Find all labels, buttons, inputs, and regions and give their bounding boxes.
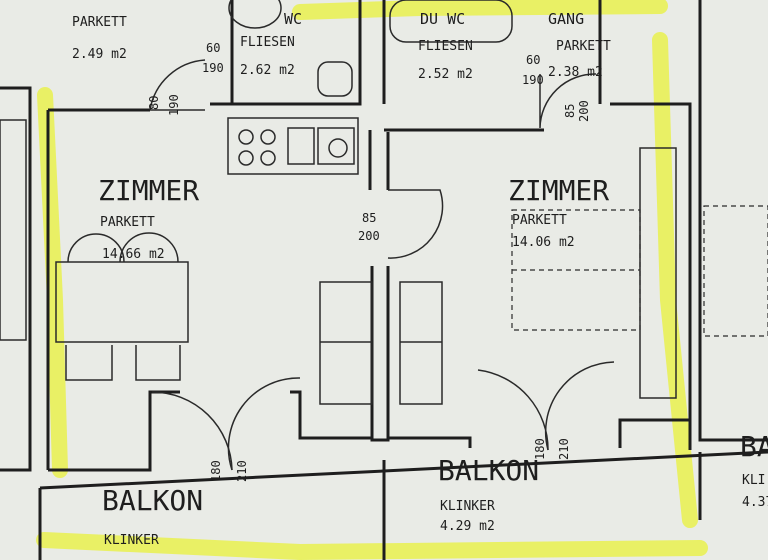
door-7-width: 180: [533, 438, 547, 460]
kitchen-counter: [227, 117, 359, 175]
door-dimensions: 60 190 80 190 60 190 85 200 85 200 180 2…: [147, 41, 591, 482]
room-du-wc-floor: FLIESEN: [418, 39, 473, 54]
room-zimmer-left-name: ZIMMER: [98, 174, 199, 207]
room-balkon-far-right-name: BA: [740, 430, 768, 463]
furniture-right: [399, 147, 768, 405]
room-wc-name: WC: [284, 10, 302, 28]
door-1-height: 190: [202, 61, 224, 75]
furniture-left: [0, 119, 373, 405]
room-gang-name: GANG: [548, 10, 584, 28]
room-balkon-left-name: BALKON: [102, 484, 203, 517]
room-balkon-right-name: BALKON: [438, 454, 539, 487]
door-6-width: 180: [209, 460, 223, 482]
door-3-height: 190: [522, 73, 544, 87]
room-wc-floor: FLIESEN: [240, 35, 295, 50]
door-4-width: 85: [563, 104, 577, 118]
room-gang-area: 2.38 m2: [548, 65, 603, 80]
room-gang-floor: PARKETT: [556, 39, 611, 54]
room-zimmer-left-area: 14.66 m2: [102, 247, 165, 262]
room-wc-area: 2.62 m2: [240, 63, 295, 78]
room-balkon-far-right-area: 4.37: [742, 495, 768, 510]
room-balkon-far-right-floor: KLI: [742, 473, 765, 488]
door-5-height: 200: [358, 229, 380, 243]
room-parkett-top-left-floor: PARKETT: [72, 15, 127, 30]
room-du-wc-name: DU WC: [420, 10, 465, 28]
door-swings: [149, 59, 615, 471]
door-2-width: 80: [147, 96, 161, 110]
room-zimmer-right-floor: PARKETT: [512, 213, 567, 228]
sanitary-fixtures: [228, 0, 513, 97]
door-2-height: 190: [167, 94, 181, 116]
door-3-width: 60: [526, 53, 540, 67]
room-balkon-right-floor: KLINKER: [440, 499, 495, 514]
door-5-width: 85: [362, 211, 376, 225]
room-labels: PARKETT 2.49 m2 WC FLIESEN 2.62 m2 DU WC…: [72, 10, 768, 548]
room-zimmer-right-area: 14.06 m2: [512, 235, 575, 250]
door-7-height: 210: [557, 438, 571, 460]
room-parkett-top-left-area: 2.49 m2: [72, 47, 127, 62]
room-du-wc-area: 2.52 m2: [418, 67, 473, 82]
room-balkon-left-floor: KLINKER: [104, 533, 159, 548]
door-6-height: 210: [235, 460, 249, 482]
room-zimmer-right-name: ZIMMER: [508, 174, 609, 207]
room-balkon-right-area: 4.29 m2: [440, 519, 495, 534]
door-1-width: 60: [206, 41, 220, 55]
room-zimmer-left-floor: PARKETT: [100, 215, 155, 230]
door-4-height: 200: [577, 100, 591, 122]
